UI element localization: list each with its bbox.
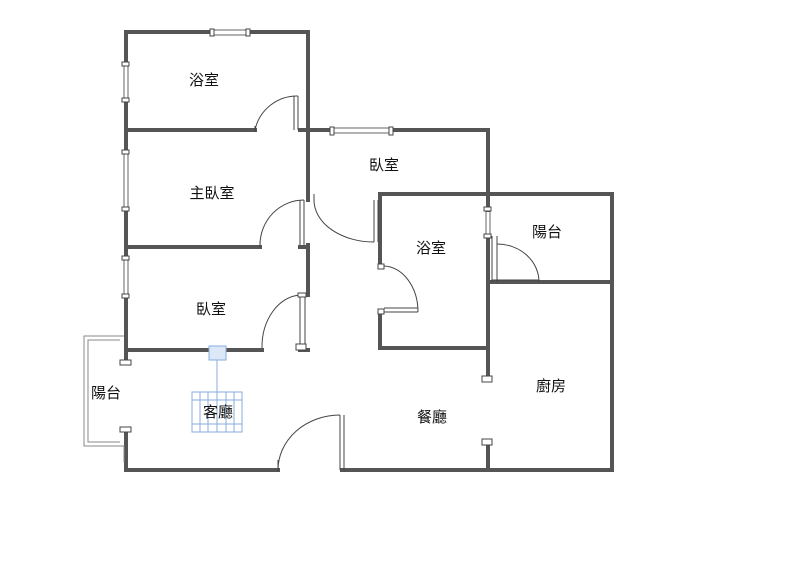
room-label-master-bedroom: 主臥室	[189, 184, 234, 202]
windows	[119, 28, 493, 446]
room-label-bath-center: 浴室	[416, 239, 446, 257]
room-labels: 浴室 主臥室 臥室 臥室 浴室 陽台 陽台 客廳 餐廳 廚房	[91, 71, 566, 426]
balcony-left-outline	[83, 335, 125, 462]
room-label-living-room[interactable]: 客廳	[203, 403, 233, 421]
room-label-kitchen: 廚房	[536, 377, 566, 395]
room-label-balcony-right: 陽台	[532, 223, 562, 241]
walls	[124, 30, 614, 472]
room-label-bedroom-left: 臥室	[196, 300, 226, 318]
room-label-dining-room: 餐廳	[417, 408, 447, 426]
label-selection-handles[interactable]	[191, 345, 243, 433]
room-label-bedroom-center: 臥室	[369, 156, 399, 174]
room-label-balcony-left: 陽台	[91, 384, 121, 402]
room-label-bath-top: 浴室	[189, 71, 219, 89]
doors	[254, 95, 540, 472]
